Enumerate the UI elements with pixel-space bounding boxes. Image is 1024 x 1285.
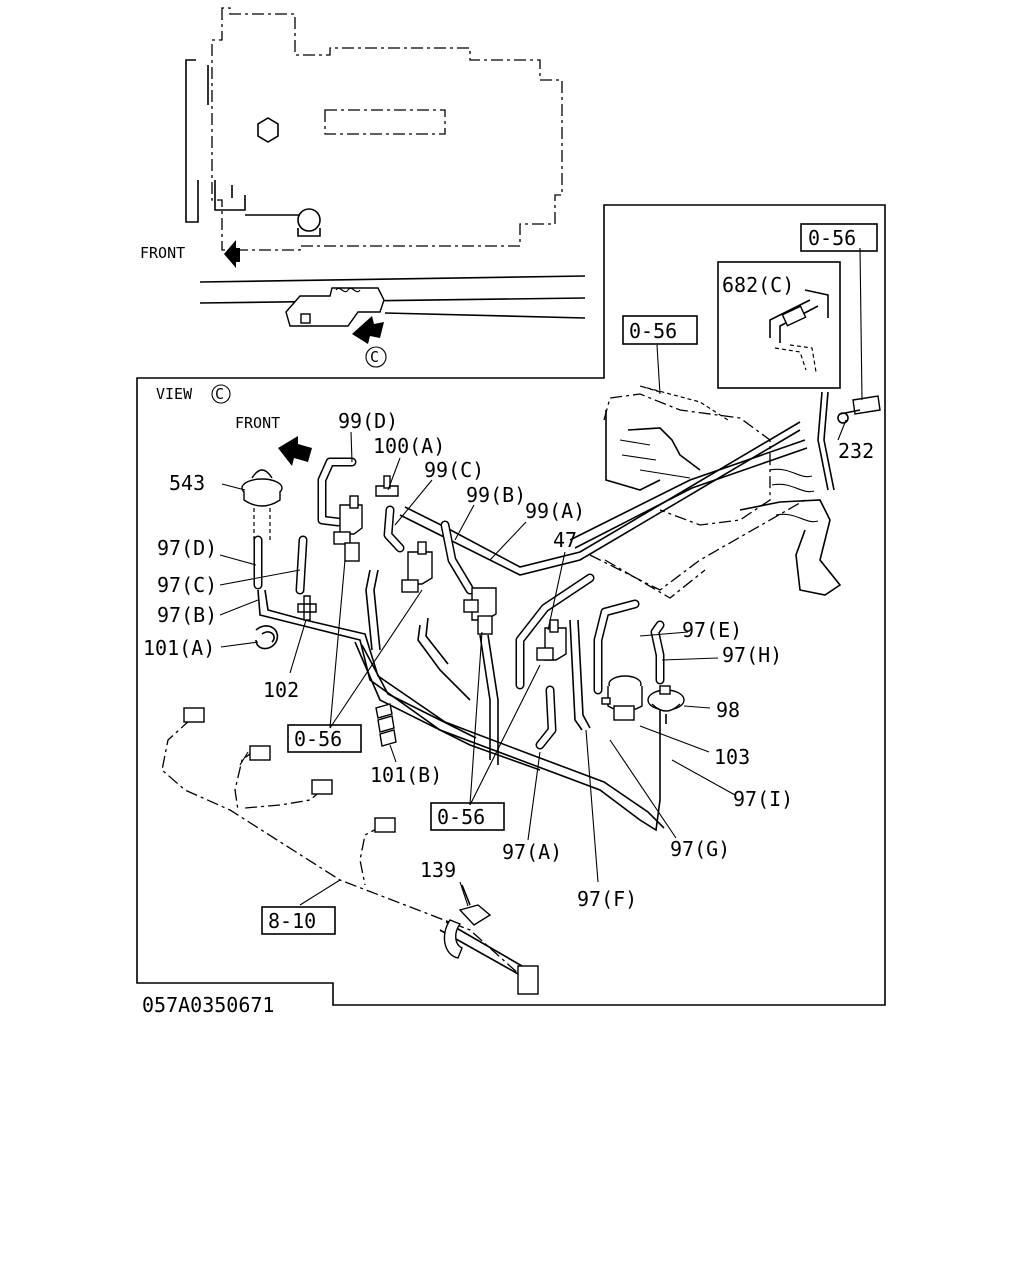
ref-box-810: 8-10 bbox=[268, 909, 316, 933]
leader-lines bbox=[219, 247, 863, 907]
label-98: 98 bbox=[716, 698, 740, 722]
label-139: 139 bbox=[420, 858, 456, 882]
label-103: 103 bbox=[714, 745, 750, 769]
label-232: 232 bbox=[838, 439, 874, 463]
mount-icon bbox=[297, 208, 321, 232]
label-97e: 97(E) bbox=[682, 618, 742, 642]
label-47: 47 bbox=[553, 528, 577, 552]
part-101b bbox=[375, 703, 397, 747]
label-97h: 97(H) bbox=[722, 643, 782, 667]
ref-box-056-upper: 0-56 bbox=[629, 319, 677, 343]
inset-engine-view: FRONT C bbox=[140, 7, 586, 368]
wire-harness bbox=[161, 707, 539, 995]
part-139 bbox=[443, 919, 463, 959]
hex-bolt-icon bbox=[257, 117, 279, 143]
label-100a: 100(A) bbox=[373, 434, 445, 458]
part-543 bbox=[241, 469, 283, 540]
part-101a bbox=[255, 625, 279, 650]
drawing-id: 057A0350671 bbox=[142, 993, 274, 1017]
front-arrow-icon bbox=[224, 240, 240, 268]
label-102: 102 bbox=[263, 678, 299, 702]
view-arrow-icon bbox=[352, 316, 384, 344]
label-97i: 97(I) bbox=[733, 787, 793, 811]
label-97g: 97(G) bbox=[670, 837, 730, 861]
label-97b: 97(B) bbox=[157, 603, 217, 627]
washer-icon bbox=[837, 412, 849, 424]
label-99c: 99(C) bbox=[424, 458, 484, 482]
connector-icon bbox=[517, 965, 539, 995]
ref-box-056-left: 0-56 bbox=[294, 727, 342, 751]
reference-boxes: 0-56 0-56 0-56 0-56 8-10 bbox=[261, 223, 878, 935]
connector-icon bbox=[374, 817, 396, 833]
label-97c: 97(C) bbox=[157, 573, 217, 597]
label-97d: 97(D) bbox=[157, 536, 217, 560]
main-front-arrow-icon bbox=[278, 436, 312, 466]
vacuum-tubes bbox=[253, 421, 808, 832]
label-97f: 97(F) bbox=[577, 887, 637, 911]
view-label: VIEW bbox=[156, 385, 193, 403]
detail-inset-682c bbox=[717, 261, 841, 389]
view-frame bbox=[136, 204, 886, 1006]
ref-box-056-mid: 0-56 bbox=[437, 805, 485, 829]
label-99b: 99(B) bbox=[466, 483, 526, 507]
part-labels: 99(D) 100(A) 99(C) 99(B) 99(A) 47 543 97… bbox=[143, 273, 874, 911]
inset-view-marker: C bbox=[370, 348, 379, 366]
inset-front-label: FRONT bbox=[140, 244, 185, 262]
connector-icon bbox=[249, 745, 271, 761]
label-97a: 97(A) bbox=[502, 840, 562, 864]
label-543: 543 bbox=[169, 471, 205, 495]
label-101a: 101(A) bbox=[143, 636, 215, 660]
bracket-assembly bbox=[603, 385, 881, 596]
label-101b: 101(B) bbox=[370, 763, 442, 787]
ref-box-056-top: 0-56 bbox=[808, 226, 856, 250]
label-682c: 682(C) bbox=[722, 273, 794, 297]
connector-icon bbox=[183, 707, 205, 723]
main-front-label: FRONT bbox=[235, 414, 280, 432]
solenoid-valves bbox=[333, 475, 567, 661]
label-99a: 99(A) bbox=[525, 499, 585, 523]
label-99d: 99(D) bbox=[338, 409, 398, 433]
connector-icon bbox=[311, 779, 333, 795]
part-98-103 bbox=[601, 675, 685, 724]
view-marker: C bbox=[215, 385, 224, 403]
part-102 bbox=[297, 595, 317, 621]
